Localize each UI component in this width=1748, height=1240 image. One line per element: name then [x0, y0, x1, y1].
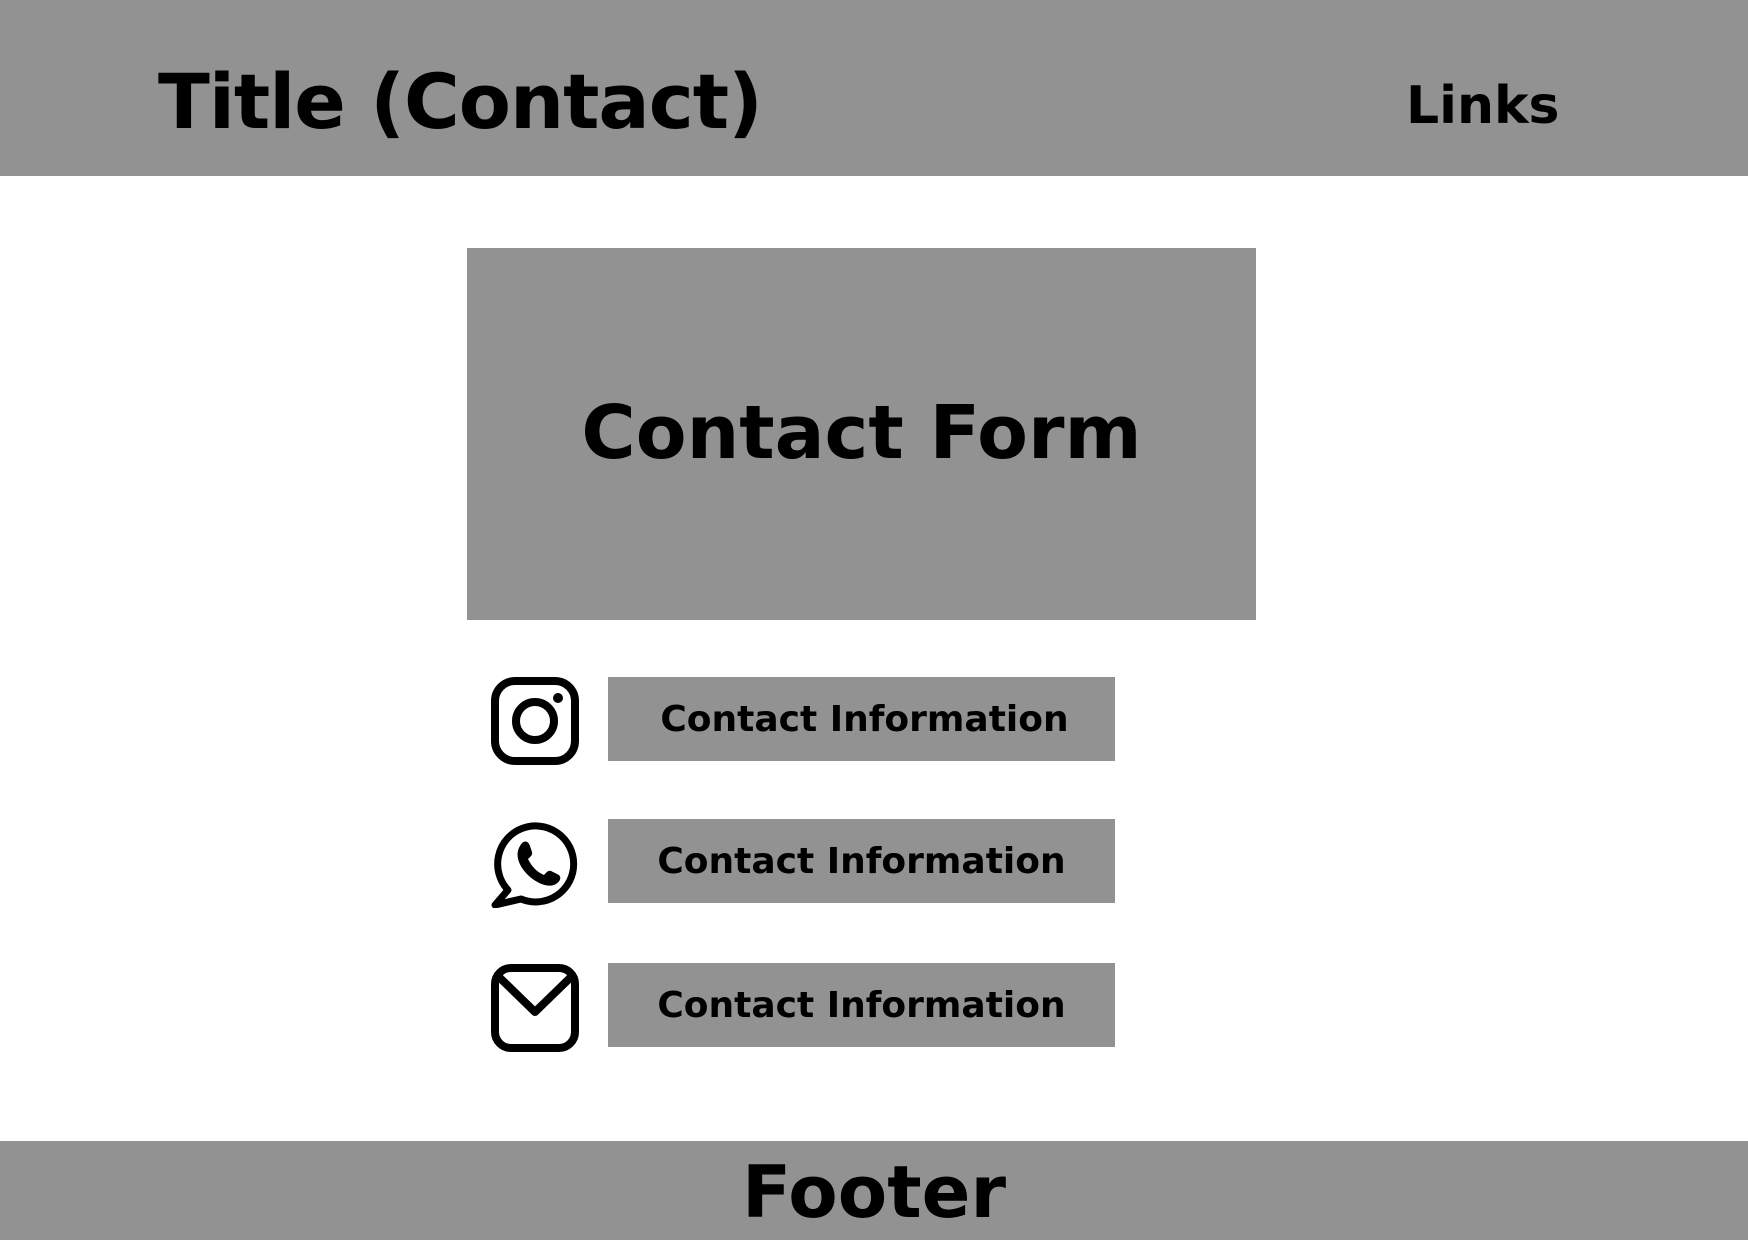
contact-info-mail[interactable]: Contact Information: [608, 963, 1115, 1047]
links-nav[interactable]: Links: [1406, 76, 1560, 136]
header-bar: Title (Contact) Links: [0, 0, 1748, 176]
contact-info-whatsapp[interactable]: Contact Information: [608, 819, 1115, 903]
footer-label: Footer: [742, 1150, 1006, 1234]
contact-row-instagram: Contact Information: [490, 676, 1115, 766]
page-title: Title (Contact): [158, 57, 763, 146]
footer-bar: Footer: [0, 1141, 1748, 1240]
contact-row-mail: Contact Information: [490, 962, 1115, 1052]
contact-form[interactable]: Contact Form: [467, 248, 1256, 620]
mail-icon[interactable]: [490, 962, 580, 1052]
instagram-icon[interactable]: [490, 676, 580, 766]
contact-row-whatsapp: Contact Information: [490, 818, 1115, 908]
whatsapp-icon[interactable]: [490, 818, 580, 908]
contact-form-label: Contact Form: [581, 390, 1142, 476]
contact-info-instagram[interactable]: Contact Information: [608, 677, 1115, 761]
